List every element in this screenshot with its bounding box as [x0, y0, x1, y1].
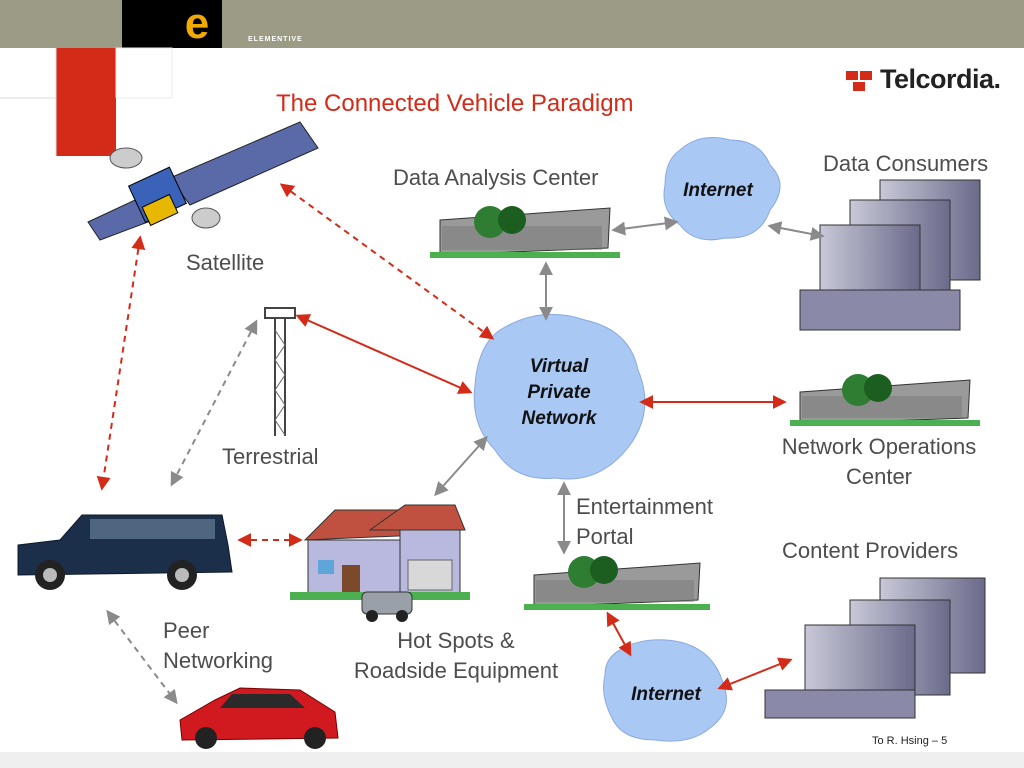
hotspots-label-line1: Hot Spots & [397, 628, 515, 653]
internet-content-link [717, 657, 793, 691]
internet-top-cloud-icon [663, 137, 781, 241]
hotspots-label: Hot Spots & Roadside Equipment [336, 626, 576, 686]
vpn-label-line2: Private [527, 382, 591, 403]
entertainment-label-line1: Entertainment [576, 494, 713, 519]
slide-title: The Connected Vehicle Paradigm [276, 90, 634, 117]
vpn-label-line1: Virtual [529, 356, 589, 377]
vpn-label-line3: Network [521, 408, 597, 429]
logo-letter: e [185, 0, 209, 48]
house-icon [290, 504, 470, 600]
peer-label-line1: Peer [163, 618, 210, 643]
dac-internet-link [611, 216, 679, 236]
content-providers-label: Content Providers [782, 538, 959, 563]
internet-top-label: Internet [683, 180, 753, 201]
red-car-icon [179, 687, 339, 749]
footer-bar [0, 752, 1024, 768]
satellite-label: Satellite [186, 250, 265, 275]
company-name: Telcordia. [880, 64, 1001, 94]
sat-vpn-link [279, 183, 495, 340]
hotspots-label-line2: Roadside Equipment [353, 658, 559, 683]
data-consumers-buildings-icon [799, 179, 981, 331]
noc-label-line1: Network Operations [781, 434, 977, 459]
peer-label: Peer Networking [163, 616, 273, 676]
data-analysis-label: Data Analysis Center [393, 165, 599, 190]
tower-vpn-link [295, 314, 473, 394]
telcordia-logo-icon [846, 71, 872, 91]
satellite-icon [87, 121, 319, 241]
vpn-label: Virtual Private Network [504, 354, 614, 432]
vpn-cloud-icon [473, 313, 646, 480]
peer-label-line2: Networking [163, 648, 274, 673]
small-suv-icon [361, 591, 413, 622]
entertainment-label: Entertainment Portal [576, 492, 713, 552]
terrestrial-label: Terrestrial [222, 444, 319, 469]
decorative-squares [0, 47, 173, 156]
brand-text: ELEMENTIVE [248, 36, 303, 43]
sat-suv-link [96, 235, 146, 491]
entertainment-label-line2: Portal [576, 524, 634, 549]
portal-internet-link [606, 611, 632, 657]
data-analysis-building-icon [430, 206, 620, 258]
tower-icon [264, 307, 296, 436]
house-vpn-link [434, 435, 488, 497]
data-consumers-label: Data Consumers [823, 151, 989, 176]
internet-bottom-label: Internet [631, 684, 701, 705]
entertainment-building-icon [524, 556, 710, 610]
internet-bottom-cloud-icon [603, 639, 727, 742]
noc-label: Network Operations Center [764, 432, 994, 492]
content-providers-buildings-icon [764, 577, 986, 719]
noc-building-icon [790, 374, 980, 426]
footer-text: To R. Hsing – 5 [872, 735, 948, 747]
internet-consumers-link [767, 221, 825, 241]
suv-car-link [106, 609, 178, 705]
tower-suv-link [170, 319, 258, 487]
e-logo-icon: e [172, 0, 222, 48]
noc-label-line2: Center [845, 464, 913, 489]
suv-icon [17, 514, 233, 590]
